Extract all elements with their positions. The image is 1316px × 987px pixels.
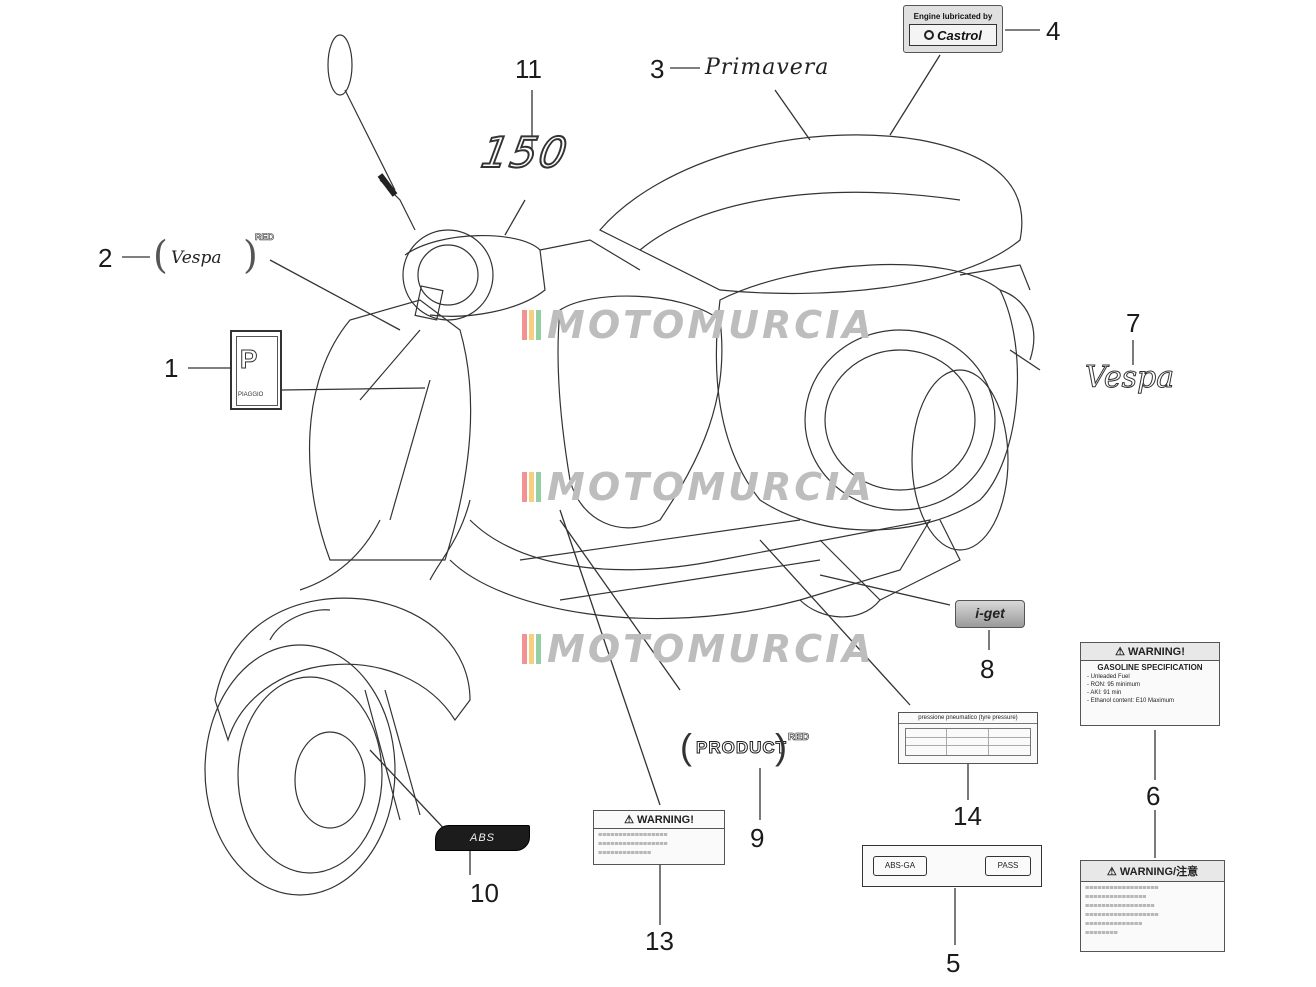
gas-line: - Ethanol content: E10 Maximum [1087, 698, 1175, 704]
callout-11: 11 [515, 54, 542, 84]
tyre-pressure-label: pressione pneumatico (tyre pressure) [898, 712, 1038, 764]
tyre-title: pressione pneumatico (tyre pressure) [899, 713, 1037, 724]
watermark: MOTOMURCIA [522, 627, 875, 671]
product-paren-left: ( [680, 726, 692, 767]
abs-ga-box: ABS-GA [873, 856, 927, 876]
paren-left: ( [153, 233, 168, 277]
abs-text: ABS [469, 832, 495, 844]
gas-line: - RON: 95 minimum [1087, 682, 1141, 688]
iget-text: i-get [975, 605, 1005, 621]
product-text: PRODUCT [695, 738, 788, 758]
callout-8: 8 [980, 654, 995, 684]
gas-line: - AKI: 91 min [1087, 690, 1122, 696]
abs-pass-label: ABS-GA PASS [862, 845, 1042, 887]
warning-label-13: ⚠ WARNING! ≡≡≡≡≡≡≡≡≡≡≡≡≡≡≡≡≡≡≡≡≡≡≡≡≡≡≡≡≡… [593, 810, 725, 865]
paren-right: ) [243, 233, 258, 277]
callout-4: 4 [1046, 16, 1061, 46]
gas-line: - Unleaded Fuel [1087, 674, 1130, 680]
pass-box: PASS [985, 856, 1031, 876]
callout-14: 14 [953, 801, 982, 831]
gas-spec-title: GASOLINE SPECIFICATION [1097, 663, 1203, 672]
vespa-red-logo: ( Vespa ) RED [153, 228, 275, 278]
abs-badge: ABS [435, 825, 530, 851]
red-text: RED [255, 232, 275, 243]
warning-icon: ⚠ [1106, 866, 1120, 878]
castrol-badge: Engine lubricated by Castrol [903, 5, 1003, 53]
vespa-logo: Vespa [1084, 360, 1175, 396]
callout-13: 13 [645, 926, 674, 956]
piaggio-text: PIAGGIO [238, 392, 264, 398]
watermark: MOTOMURCIA [522, 465, 875, 509]
callout-2: 2 [98, 243, 113, 273]
callout-7: 7 [1126, 308, 1141, 338]
piaggio-badge: P PIAGGIO [230, 330, 282, 410]
model-150-logo: 150 [477, 127, 574, 178]
product-red-text: RED [788, 732, 810, 744]
callout-1: 1 [164, 353, 179, 383]
castrol-top-text: Engine lubricated by [913, 12, 993, 21]
piaggio-p: P [239, 344, 258, 375]
gasoline-cn-label: ⚠ WARNING/注意 ≡≡≡≡≡≡≡≡≡≡≡≡≡≡≡≡≡≡≡≡≡≡≡≡≡≡≡… [1080, 860, 1225, 952]
watermark: MOTOMURCIA [522, 303, 875, 347]
callout-6: 6 [1146, 781, 1161, 811]
warning-13-head: ⚠ WARNING! [594, 811, 724, 829]
cn-warning-head: ⚠ WARNING/注意 [1081, 861, 1224, 882]
vespa-script: Vespa [171, 248, 222, 268]
callout-10: 10 [470, 878, 499, 908]
product-paren-right: ) [775, 726, 787, 767]
castrol-brand: Castrol [937, 27, 982, 43]
gas-warning-head: ⚠ WARNING! [1081, 643, 1219, 661]
warning-icon: ⚠ [1115, 646, 1129, 658]
iget-badge: i-get [955, 600, 1025, 628]
gasoline-spec-label: ⚠ WARNING! GASOLINE SPECIFICATION - Unle… [1080, 642, 1220, 726]
product-red-logo: ( PRODUCT ) RED [680, 726, 820, 770]
castrol-icon [924, 30, 935, 40]
primavera-logo: Primavera [705, 55, 830, 80]
warning-icon: ⚠ [624, 814, 638, 826]
callout-5: 5 [946, 948, 961, 978]
callout-3: 3 [650, 54, 665, 84]
callout-9: 9 [750, 823, 765, 853]
